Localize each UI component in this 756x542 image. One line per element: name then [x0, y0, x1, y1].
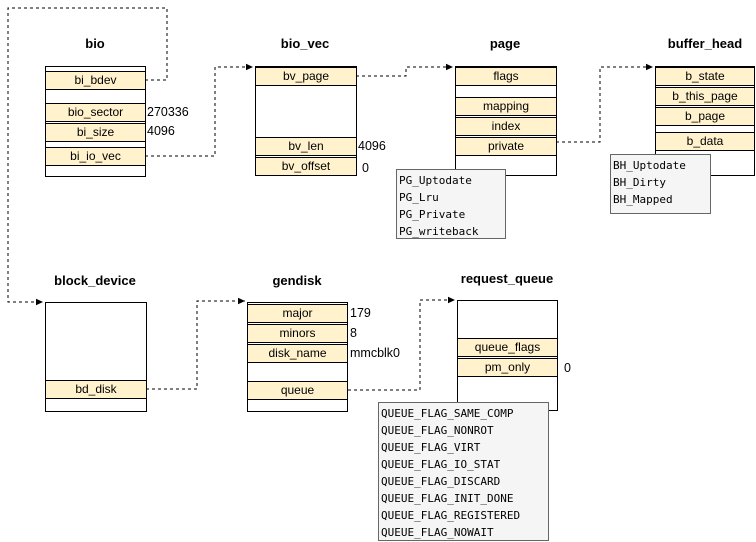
bio-vec-title: bio_vec	[280, 36, 330, 51]
buffer-head-field-b-page: b_page	[655, 107, 755, 126]
page-flag-item: PG_writeback	[399, 225, 479, 238]
bv-len-value: 4096	[358, 139, 386, 153]
page-flag-item: PG_Uptodate	[399, 174, 472, 187]
buffer-head-field-b-this-page: b_this_page	[655, 87, 755, 106]
buffer-head-field-b-state: b_state	[655, 67, 755, 86]
buffer-head-flags-note: BH_Uptodate BH_Dirty BH_Mapped	[610, 154, 711, 214]
page-struct: flags mapping index private	[455, 66, 557, 176]
bv-offset-value: 0	[362, 161, 369, 175]
gendisk-field-disk-name: disk_name	[247, 344, 348, 363]
queue-flag-item: QUEUE_FLAG_NONROT	[381, 424, 494, 437]
page-flag-item: PG_Lru	[399, 191, 439, 204]
gendisk-struct: major minors disk_name queue	[247, 302, 348, 412]
block-device-field-bd-disk: bd_disk	[45, 380, 147, 399]
page-field-index: index	[455, 117, 557, 136]
connector-queue-to-request-queue	[348, 296, 455, 391]
page-title: page	[489, 36, 521, 51]
gendisk-title: gendisk	[272, 273, 322, 288]
page-field-mapping: mapping	[455, 97, 557, 116]
buffer-head-title: buffer_head	[667, 36, 743, 51]
minors-value: 8	[350, 326, 357, 340]
page-field-private: private	[455, 137, 557, 156]
page-flags-note: PG_Uptodate PG_Lru PG_Private PG_writeba…	[396, 169, 506, 239]
bio-vec-field-bv-page: bv_page	[255, 67, 357, 86]
bh-flag-item: BH_Uptodate	[613, 159, 686, 172]
request-queue-title: request_queue	[460, 271, 554, 286]
buffer-head-field-b-data: b_data	[655, 132, 755, 151]
block-device-title: block_device	[54, 273, 136, 288]
bio-field-bi-size: bi_size	[45, 123, 146, 142]
connector-bi-io-vec-to-bv-page	[145, 63, 253, 157]
bio-vec-field-bv-len: bv_len	[255, 137, 357, 156]
page-flag-item: PG_Private	[399, 208, 466, 221]
request-queue-struct: queue_flags pm_only	[457, 300, 558, 411]
queue-flag-item: QUEUE_FLAG_VIRT	[381, 441, 481, 454]
pm-only-value: 0	[564, 361, 571, 375]
gendisk-field-minors: minors	[247, 324, 348, 343]
request-queue-field-pm-only: pm_only	[457, 358, 558, 377]
bh-flag-item: BH_Dirty	[613, 176, 666, 189]
bio-title: bio	[85, 36, 105, 51]
queue-flag-item: QUEUE_FLAG_INIT_DONE	[381, 492, 514, 505]
bio-struct: bi_bdev bio_sector bi_size bi_io_vec	[45, 66, 146, 177]
page-field-flags: flags	[455, 67, 557, 86]
gendisk-field-major: major	[247, 304, 348, 323]
block-device-struct: bd_disk	[45, 302, 147, 412]
connector-bd-disk-to-gendisk	[146, 297, 245, 390]
bio-field-bi-bdev: bi_bdev	[45, 71, 146, 90]
bio-vec-field-bv-offset: bv_offset	[255, 157, 357, 176]
bio-field-bi-io-vec: bi_io_vec	[45, 147, 146, 166]
connector-bi-bdev-to-block-device	[7, 7, 168, 306]
connector-private-to-b-state	[556, 63, 653, 143]
bio-sector-value: 270336	[147, 105, 189, 119]
major-value: 179	[350, 306, 371, 320]
queue-flag-item: QUEUE_FLAG_REGISTERED	[381, 509, 521, 522]
request-queue-field-queue-flags: queue_flags	[457, 338, 558, 357]
bh-flag-item: BH_Mapped	[613, 193, 673, 206]
queue-flags-note: QUEUE_FLAG_SAME_COMP QUEUE_FLAG_NONROT Q…	[378, 402, 549, 541]
connector-bv-page-to-page-flags	[356, 63, 453, 77]
bio-vec-struct: bv_page bv_len bv_offset	[255, 66, 357, 176]
queue-flag-item: QUEUE_FLAG_IO_STAT	[381, 458, 501, 471]
queue-flag-item: QUEUE_FLAG_NOWAIT	[381, 526, 494, 539]
bi-size-value: 4096	[147, 124, 175, 138]
queue-flag-item: QUEUE_FLAG_DISCARD	[381, 475, 501, 488]
bio-field-bio-sector: bio_sector	[45, 103, 146, 122]
queue-flag-item: QUEUE_FLAG_SAME_COMP	[381, 407, 514, 420]
disk-name-value: mmcblk0	[350, 346, 401, 360]
gendisk-field-queue: queue	[247, 381, 348, 400]
